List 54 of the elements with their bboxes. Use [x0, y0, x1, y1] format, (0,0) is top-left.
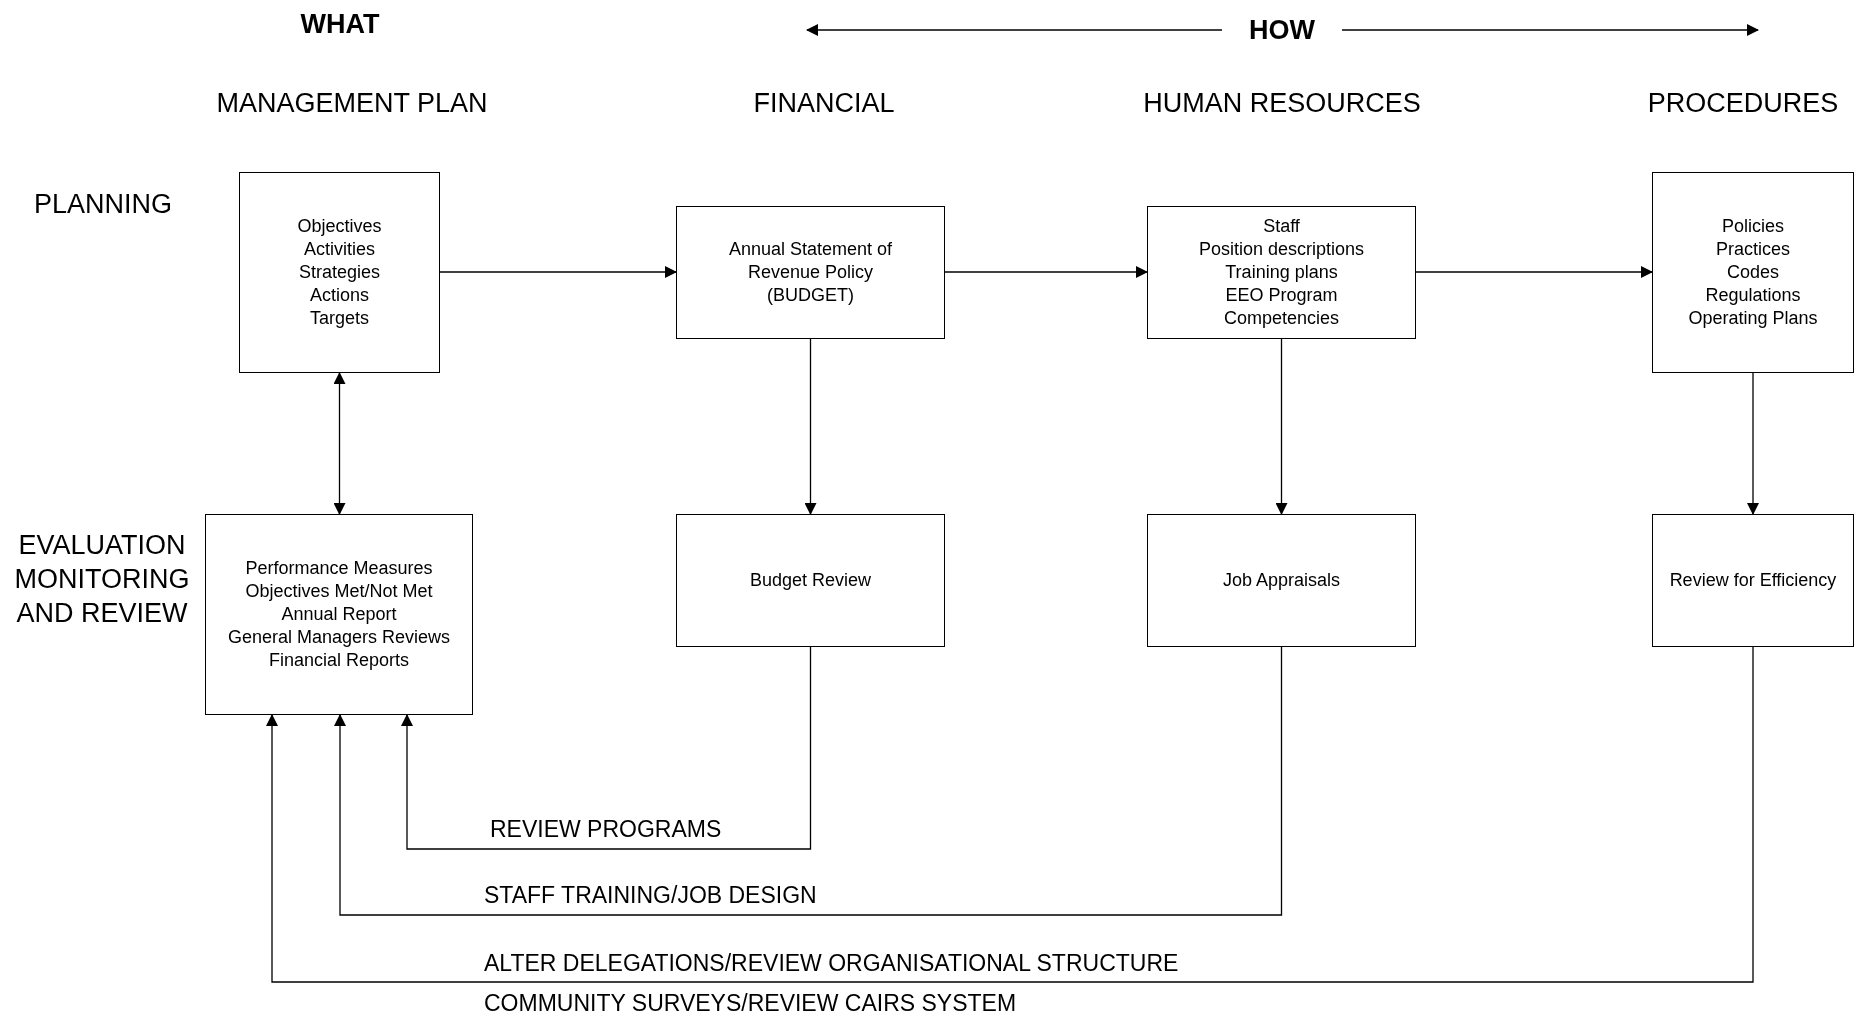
arrow — [1415, 266, 1653, 278]
box-text: Annual Statement of Revenue Policy (BUDGET) — [727, 238, 894, 307]
box-text: Codes — [1727, 261, 1779, 284]
heading-label: PROCEDURES — [1646, 87, 1840, 120]
box-text: Budget Review — [749, 569, 872, 592]
arrow — [804, 338, 817, 515]
arrow — [333, 372, 346, 515]
heading-label: WHAT — [299, 8, 381, 41]
edge-label: STAFF TRAINING/JOB DESIGN — [484, 881, 817, 910]
box-text: Targets — [310, 307, 369, 330]
box-text: Policies — [1722, 215, 1784, 238]
heading-label: HOW — [1248, 14, 1316, 47]
box-text: Training plans — [1225, 261, 1338, 284]
box-text: Activities — [304, 238, 375, 261]
box-text: Actions — [310, 284, 369, 307]
heading-label: EVALUATION MONITORING AND REVIEW — [13, 529, 191, 630]
box-text: Job Appraisals — [1222, 569, 1341, 592]
box-text: Annual Report — [281, 603, 397, 626]
process-box — [1652, 514, 1854, 647]
box-text: Financial Reports — [268, 649, 410, 672]
box-text: Regulations — [1705, 284, 1801, 307]
box-text: Practices — [1716, 238, 1790, 261]
process-box — [1147, 206, 1416, 339]
arrow — [334, 646, 1283, 916]
process-box — [676, 206, 945, 339]
box-text: Review for Efficiency — [1669, 569, 1837, 592]
edge-label: REVIEW PROGRAMS — [490, 815, 722, 844]
arrow — [1275, 338, 1288, 515]
arrow — [266, 646, 1754, 983]
process-box — [1652, 172, 1854, 373]
heading-label: COMMUNITY SURVEYS/REVIEW CAIRS SYSTEM — [484, 989, 1018, 1017]
box-text: EEO Program — [1225, 284, 1338, 307]
box-text: Objectives — [297, 215, 382, 238]
process-box — [676, 514, 945, 647]
box-text: Staff — [1263, 215, 1300, 238]
box-text: Competencies — [1223, 307, 1340, 330]
box-text: Objectives Met/Not Met — [245, 580, 433, 603]
heading-label: HUMAN RESOURCES — [1142, 87, 1422, 120]
box-text: Performance Measures — [245, 557, 433, 580]
box-text: Position descriptions — [1198, 238, 1365, 261]
edge-label: ALTER DELEGATIONS/REVIEW ORGANISATIONAL STRUCTURE — [484, 949, 1179, 978]
box-text: Strategies — [298, 261, 380, 284]
arrow — [401, 646, 812, 850]
process-box — [205, 514, 473, 715]
heading-label: PLANNING — [32, 188, 173, 221]
process-box — [239, 172, 440, 373]
heading-label: MANAGEMENT PLAN — [215, 87, 489, 120]
heading-label: FINANCIAL — [752, 87, 896, 120]
arrow — [944, 266, 1148, 278]
arrow — [1747, 372, 1759, 515]
process-box — [1147, 514, 1416, 647]
arrow — [439, 266, 677, 278]
box-text: Operating Plans — [1688, 307, 1818, 330]
box-text: General Managers Reviews — [227, 626, 451, 649]
